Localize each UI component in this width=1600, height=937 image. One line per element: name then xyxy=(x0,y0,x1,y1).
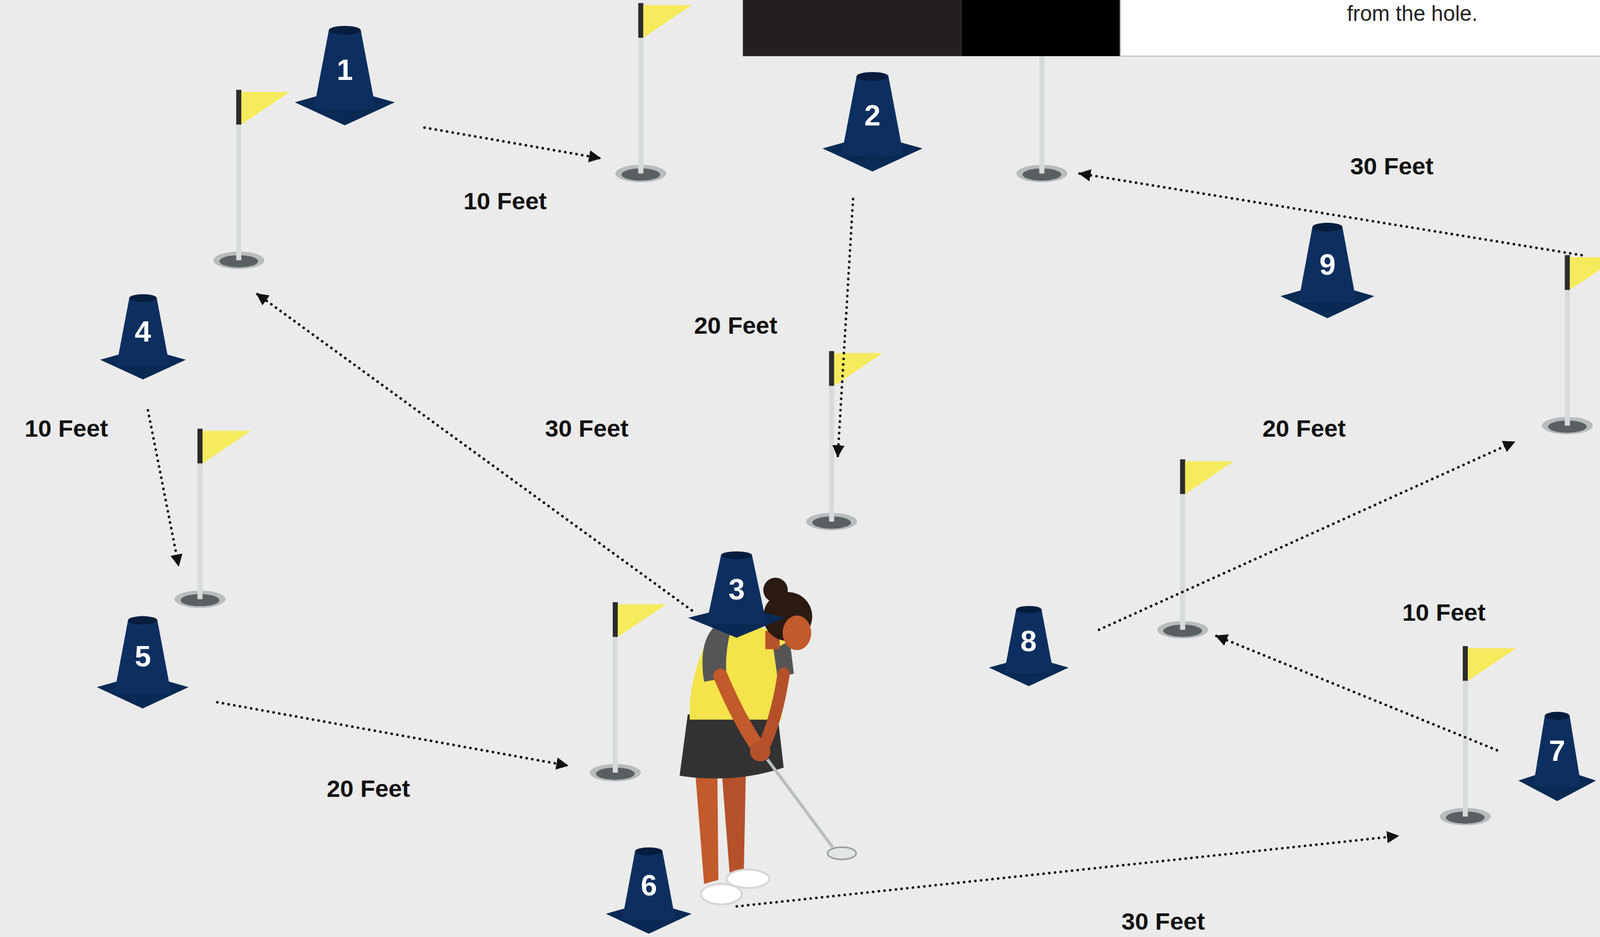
cone-marker: 3 xyxy=(688,550,785,638)
cone-rim xyxy=(114,693,172,698)
cone-number: 5 xyxy=(134,641,151,671)
distance-label: 20 Feet xyxy=(1262,415,1346,442)
cone-body xyxy=(1298,227,1357,304)
cone-marker: 8 xyxy=(989,605,1069,686)
cone-number: 9 xyxy=(1319,249,1336,280)
putt-path-arrows xyxy=(147,127,1582,907)
cone-rim xyxy=(622,919,676,924)
cone-rim xyxy=(1003,672,1054,677)
cone-rim xyxy=(841,155,904,160)
cone-top xyxy=(1312,222,1343,232)
cone-body xyxy=(1003,609,1054,673)
cone-marker: 7 xyxy=(1518,711,1597,802)
cone-body xyxy=(116,298,170,366)
cone-marker: 9 xyxy=(1280,222,1375,318)
hole-flags xyxy=(174,2,1600,825)
cone-body xyxy=(622,851,676,920)
cone-number: 4 xyxy=(134,316,151,346)
cone-number: 7 xyxy=(1548,735,1566,766)
cone-marker: 5 xyxy=(96,615,189,709)
cone-rim xyxy=(1298,303,1357,308)
cone-marker: 6 xyxy=(605,846,692,934)
cone-number: 6 xyxy=(640,870,658,900)
cone-number: 3 xyxy=(728,574,745,604)
distance-label: 30 Feet xyxy=(545,415,629,442)
cone-top xyxy=(1016,605,1042,613)
cone-marker: 1 xyxy=(294,25,395,126)
cone-number: 8 xyxy=(1020,626,1037,656)
cone-rim xyxy=(116,365,170,370)
cone-top xyxy=(635,847,663,856)
distance-label: 10 Feet xyxy=(463,187,547,215)
cone-number: 1 xyxy=(336,55,354,85)
distance-label: 30 Feet xyxy=(1350,153,1434,180)
cone-rim xyxy=(313,109,376,114)
cone-rim xyxy=(1533,786,1581,790)
cone-body xyxy=(313,30,376,110)
note-text: from the hole. xyxy=(1346,2,1478,26)
cone-top xyxy=(721,551,753,560)
distance-label: 30 Feet xyxy=(1121,908,1206,935)
cone-marker: 2 xyxy=(822,71,923,172)
cone-body xyxy=(1533,715,1581,787)
cone-top xyxy=(329,25,362,35)
distance-label: 20 Feet xyxy=(326,775,411,802)
cone-rim xyxy=(706,623,767,628)
cone-body xyxy=(114,619,172,694)
cone-marker: 4 xyxy=(100,293,186,380)
distance-label: 10 Feet xyxy=(24,415,109,442)
cone-top xyxy=(129,294,157,303)
top-panel xyxy=(742,0,1600,57)
cone-top xyxy=(856,72,889,82)
distance-label: 20 Feet xyxy=(694,312,778,339)
cone-top xyxy=(1544,711,1570,720)
distance-label: 10 Feet xyxy=(1401,599,1486,626)
cone-body xyxy=(706,555,767,624)
golfer-figure xyxy=(679,577,857,905)
cone-top xyxy=(128,616,158,625)
cone-number: 2 xyxy=(864,100,881,130)
cone-body xyxy=(841,76,904,156)
